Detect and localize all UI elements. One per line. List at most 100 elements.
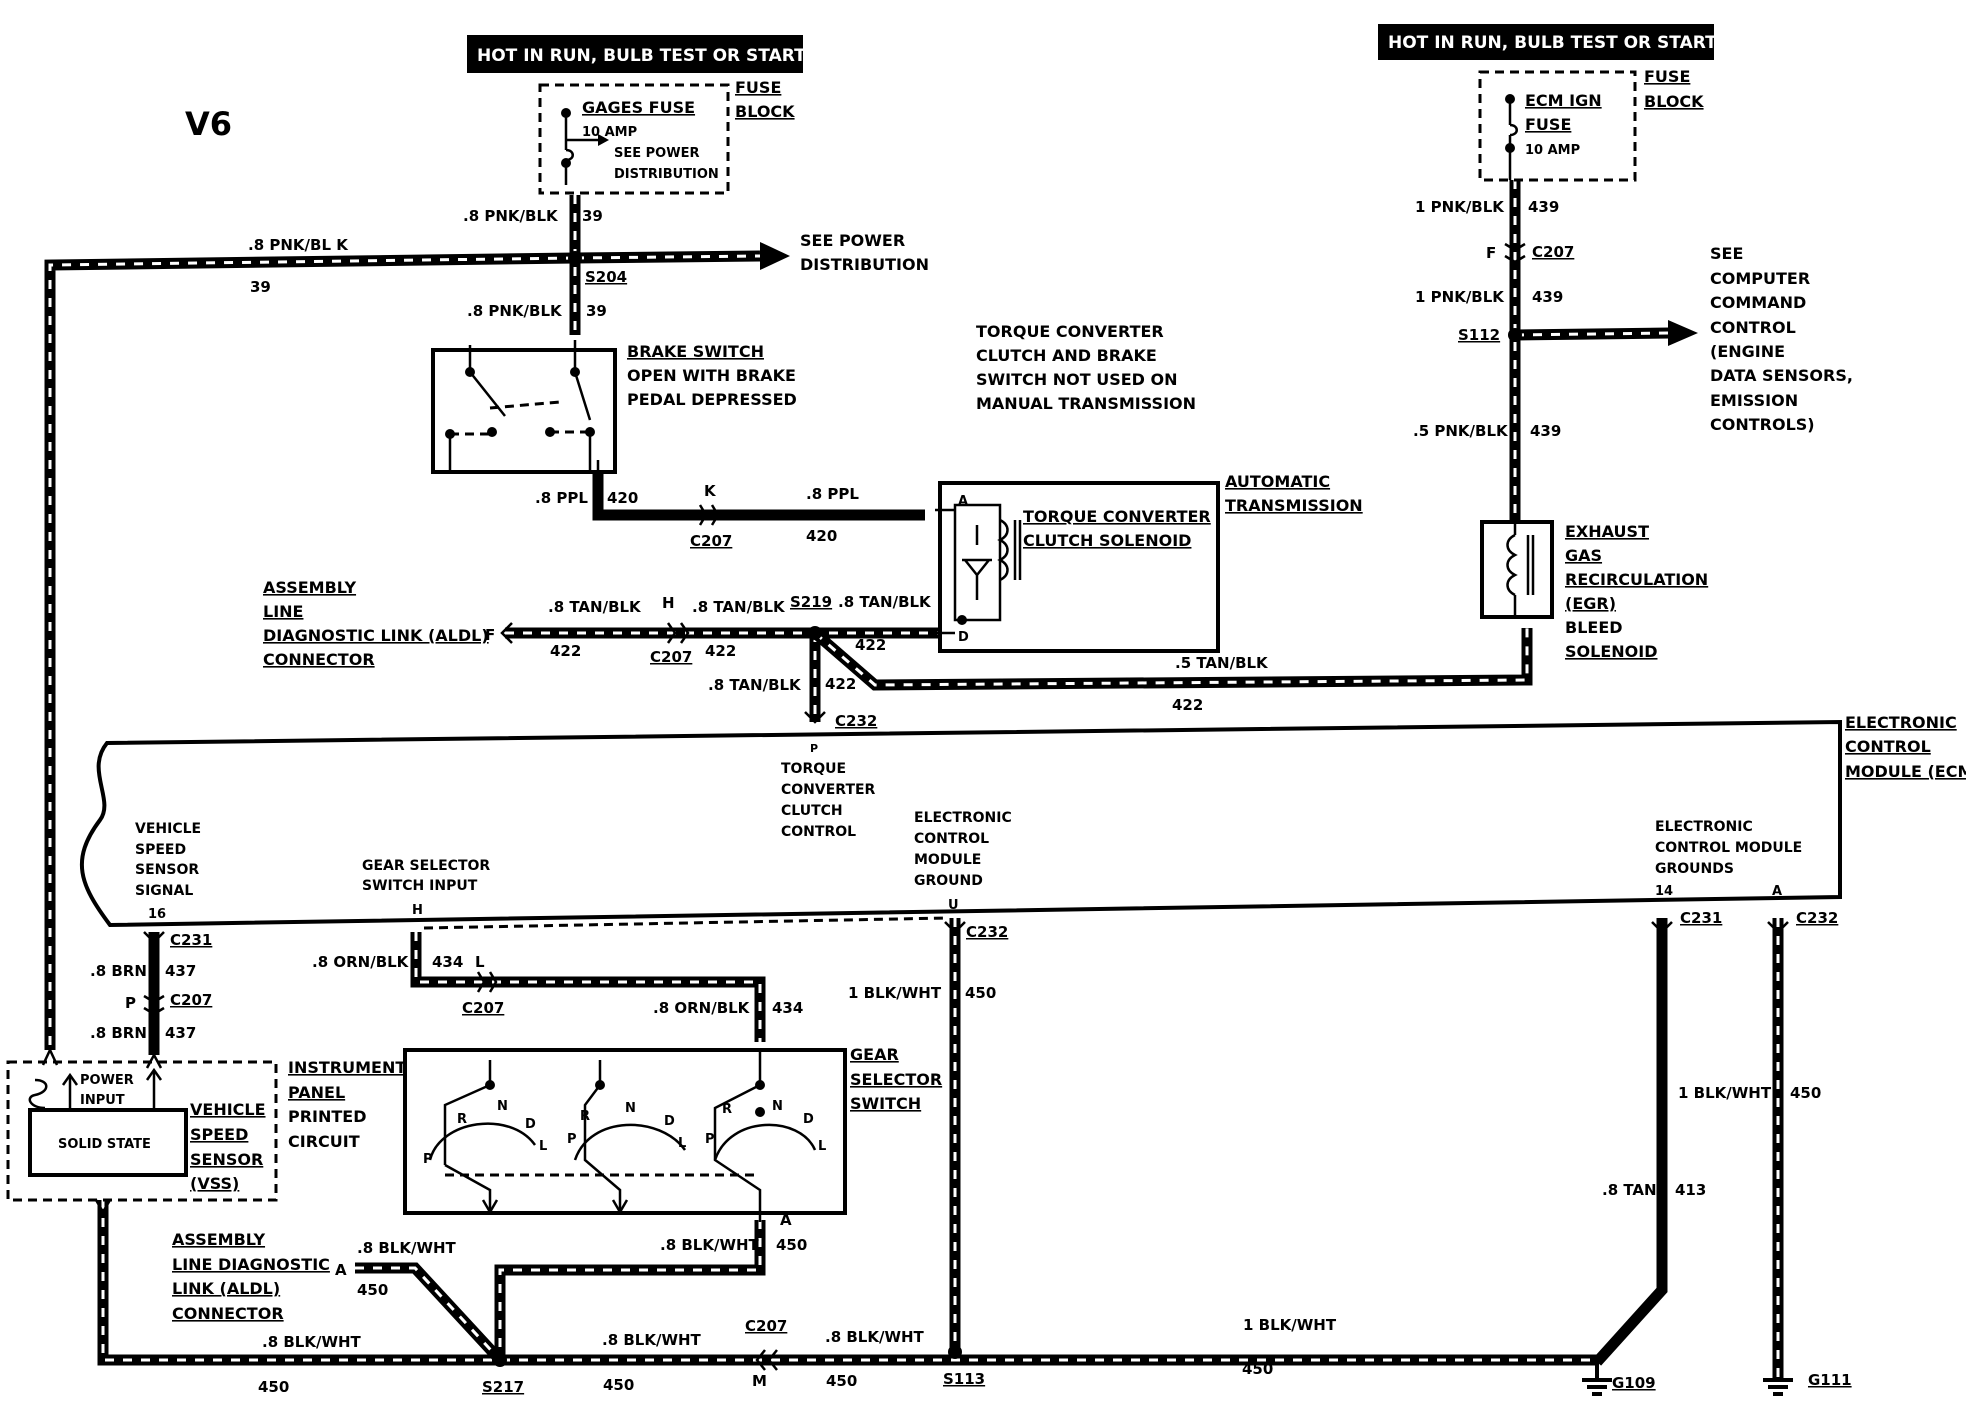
ecm-pin-a: A [1772, 884, 1782, 899]
brake-switch-label-3: PEDAL DEPRESSED [627, 390, 797, 409]
ground-g109-label: G109 [1612, 1374, 1656, 1392]
wire-label-pnkblk-2: .8 PNK/BLK [467, 302, 563, 320]
ecm-tcc-2: CLUTCH [781, 803, 843, 819]
vss-power-0: POWER [80, 1073, 134, 1088]
wire-label-tanblk-1: .8 TAN/BLK [548, 598, 642, 616]
ipc-1: PANEL [288, 1083, 345, 1102]
engine-label: V6 [185, 105, 232, 143]
prndl-1-d: D [525, 1117, 536, 1132]
splice-s204 [568, 251, 582, 265]
prndl-1-r: R [457, 1112, 467, 1127]
conn-c232-gnd-mark [944, 921, 966, 934]
ecm-gnds-2: GROUNDS [1655, 861, 1734, 877]
gear-switch-2: SWITCH [850, 1094, 921, 1113]
circuit-434-a: 434 [432, 953, 463, 971]
vss-name-2: SENSOR [190, 1150, 263, 1169]
wire-label-1blkwht-u: 1 BLK/WHT [848, 984, 942, 1002]
prndl-3-p: P [705, 1132, 715, 1147]
wire-label-blkwht-aldl: .8 BLK/WHT [357, 1239, 457, 1257]
see-ccc-3: CONTROL [1710, 318, 1796, 337]
circuit-39-left: 39 [250, 278, 271, 296]
ecm-gear-1: SWITCH INPUT [362, 878, 478, 894]
see-ccc-5: DATA SENSORS, [1710, 366, 1853, 385]
aldl-top-connector [500, 622, 513, 644]
aldl-top-1: LINE [263, 602, 303, 621]
vss-solid: SOLID STATE [58, 1137, 151, 1152]
egr-label-4: BLEED [1565, 618, 1623, 637]
circuit-422-d: 422 [825, 675, 856, 693]
ground-g111 [1763, 1378, 1793, 1396]
see-ccc-2: COMMAND [1710, 293, 1806, 312]
wire-434 [410, 932, 766, 1042]
see-ccc-6: EMISSION [1710, 391, 1798, 410]
splice-s112 [1508, 328, 1522, 342]
conn-c207-434: C207 [462, 999, 504, 1017]
prndl-labels: P R N D L P R N D L P R N D L [423, 1099, 826, 1167]
ecm-tcc-3: CONTROL [781, 824, 856, 840]
wire-label-ppl-1: .8 PPL [535, 489, 588, 507]
conn-c231-gnd-mark [1651, 921, 1673, 934]
wire-label-blkwht-gear: .8 BLK/WHT [660, 1236, 760, 1254]
prndl-3-l: L [818, 1139, 826, 1154]
conn-c232-g111-mark [1767, 921, 1789, 934]
brake-switch-label-2: OPEN WITH BRAKE [627, 366, 796, 385]
wire-label-pnkblk-1: .8 PNK/BLK [463, 207, 559, 225]
circuit-450-aldl: 450 [357, 1281, 388, 1299]
conn-c231-gnd: C231 [1680, 909, 1722, 927]
prndl-1-p: P [423, 1152, 433, 1167]
circuit-450-bus-3: 450 [826, 1372, 857, 1390]
egr-label-0: EXHAUST [1565, 522, 1649, 541]
circuit-450-gear: 450 [776, 1236, 807, 1254]
wire-420 [592, 470, 925, 521]
aldl-pin-f: F [485, 626, 495, 644]
splice-s219 [808, 626, 822, 640]
wire-label-tanblk-2: .8 TAN/BLK [692, 598, 786, 616]
aldl-bottom-pin-a: A [335, 1261, 347, 1279]
ecm-label-0: ELECTRONIC [1845, 713, 1957, 732]
ecm-tcc-1: CONVERTER [781, 782, 876, 798]
wire-label-5tanblk: .5 TAN/BLK [1175, 654, 1269, 672]
gear-selector-switch [403, 1048, 847, 1222]
conn-c232-g111: C232 [1796, 909, 1838, 927]
see-ccc-0: SEE [1710, 244, 1743, 263]
wire-label-ornblk-2: .8 ORN/BLK [653, 999, 751, 1017]
circuit-450-g111: 450 [1790, 1084, 1821, 1102]
hot-badge-right: HOT IN RUN, BULB TEST OR START [1378, 24, 1717, 60]
see-ccc-4: (ENGINE [1710, 342, 1785, 361]
gages-fuse-amp: 10 AMP [582, 125, 637, 140]
ground-g109 [1582, 1362, 1612, 1396]
see-ccc-7: CONTROLS) [1710, 415, 1815, 434]
circuit-450-bus-1: 450 [258, 1378, 289, 1396]
prndl-2-d: D [664, 1114, 675, 1129]
ecm-gnd-0: ELECTRONIC [914, 810, 1012, 826]
splice-s217 [493, 1353, 507, 1367]
aldl-top-0: ASSEMBLY [263, 578, 356, 597]
ecm-ign-fuse-block: ECM IGN FUSE 10 AMP [1478, 70, 1637, 182]
ecm-fuse-name-2: FUSE [1525, 115, 1571, 134]
circuit-450-u: 450 [965, 984, 996, 1002]
aldl-bottom-3: CONNECTOR [172, 1304, 284, 1323]
wire-runs [44, 180, 1784, 1378]
see-ccc-1: COMPUTER [1710, 269, 1810, 288]
ecm-fuse-amp: 10 AMP [1525, 143, 1580, 158]
pin-f-c207: F [1486, 244, 1496, 262]
arrow-437-up [145, 1052, 163, 1069]
wire-label-ppl-2: .8 PPL [806, 485, 859, 503]
wire-label-blkwht-bus-3: .8 BLK/WHT [825, 1328, 925, 1346]
hot-label-left: HOT IN RUN, BULB TEST OR START [477, 46, 806, 66]
wire-label-brn-1: .8 BRN [90, 962, 147, 980]
fuse-block-right-2: BLOCK [1644, 92, 1704, 111]
circuit-439-b: 439 [1532, 288, 1563, 306]
wire-label-blkwht-bus-2: .8 BLK/WHT [602, 1331, 702, 1349]
circuit-422-a: 422 [550, 642, 581, 660]
prndl-3-d: D [803, 1112, 814, 1127]
ipc-0: INSTRUMENT [288, 1058, 406, 1077]
prndl-1-l: L [539, 1139, 547, 1154]
prndl-3-n: N [772, 1099, 783, 1114]
see-power-2: DISTRIBUTION [800, 255, 929, 274]
brake-switch-label-1: BRAKE SWITCH [627, 342, 764, 361]
conn-c207-437-mark [143, 994, 165, 1016]
wire-label-ornblk-1: .8 ORN/BLK [312, 953, 410, 971]
conn-c232-gnd: C232 [966, 923, 1008, 941]
